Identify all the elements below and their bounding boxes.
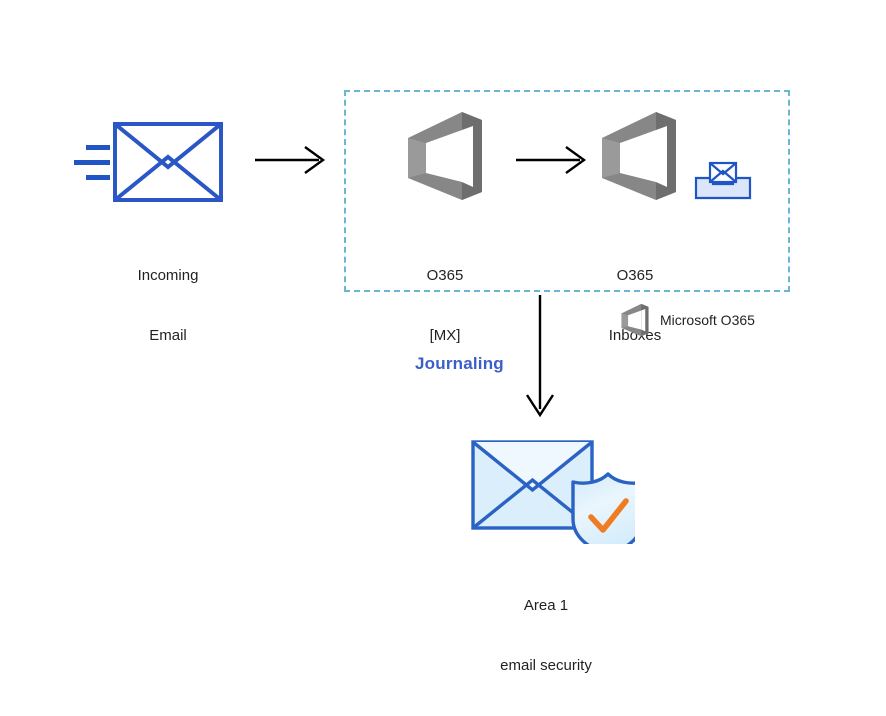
- microsoft-office-icon: [404, 110, 486, 202]
- o365-mx-label: O365 [MX]: [375, 226, 515, 386]
- arrow-mx-to-inboxes-icon: [516, 142, 588, 178]
- microsoft-office-icon: [620, 302, 650, 338]
- legend-label: Microsoft O365: [660, 312, 755, 328]
- o365-mx-label-line-2: [MX]: [429, 327, 461, 344]
- journaling-label: Journaling: [415, 354, 504, 373]
- motion-lines-icon: [74, 143, 110, 183]
- incoming-email-label-line-1: Incoming: [137, 267, 199, 284]
- o365-inboxes-label-line-1: O365: [616, 267, 654, 284]
- microsoft-office-icon: [598, 110, 680, 202]
- area1-email-security-label: Area 1 email security: [470, 556, 622, 716]
- diagram-canvas: Incoming Email O365 [MX]: [74, 90, 790, 674]
- area1-label-line-2: email security: [500, 657, 592, 674]
- incoming-email-label: Incoming Email: [98, 226, 238, 386]
- o365-boundary-zone: [344, 90, 790, 292]
- area1-label-line-1: Area 1: [523, 597, 569, 614]
- arrow-journaling-down-icon: [518, 295, 562, 419]
- o365-mx-label-line-1: O365: [426, 267, 464, 284]
- inbox-tray-icon: [694, 160, 752, 200]
- incoming-email-label-line-2: Email: [149, 327, 187, 344]
- envelope-shield-check-icon: [470, 432, 645, 558]
- arrow-incoming-to-mx-icon: [255, 142, 327, 178]
- envelope-icon: [113, 122, 223, 202]
- legend-microsoft-o365: Microsoft O365: [620, 302, 755, 338]
